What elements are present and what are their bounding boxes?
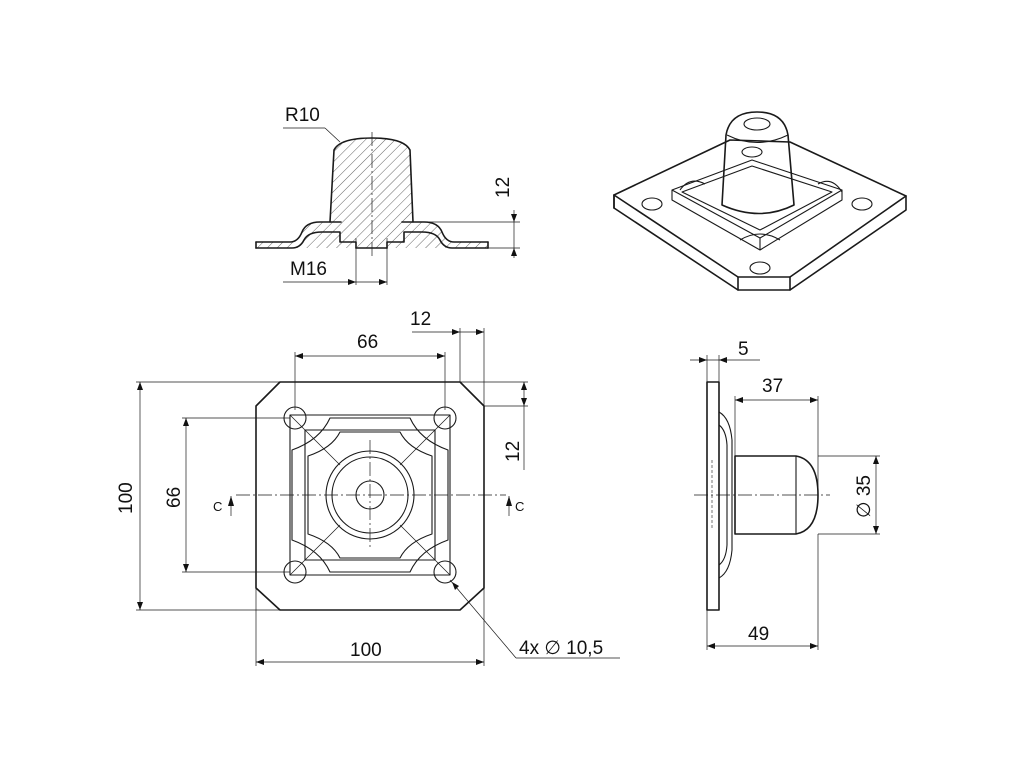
section-marker-right: C	[515, 499, 524, 514]
hole-spacing-dimension: 66	[357, 332, 378, 353]
iso-plate-top	[613, 139, 907, 291]
plan-view: 66 12 12 100 66 100	[116, 309, 620, 666]
side-plate	[706, 381, 720, 611]
vertical-hole-spacing-dimension: 66	[164, 487, 185, 508]
radius-dimension: R10	[285, 105, 320, 126]
pin-section-hatch	[330, 138, 413, 248]
section-view: R10 M16 12	[255, 105, 520, 285]
thread-dimension: M16	[290, 259, 327, 280]
iso-pin	[721, 111, 795, 215]
overall-width-dimension: 100	[350, 640, 382, 661]
overall-height-dimension: 100	[116, 482, 137, 514]
plate-outline	[255, 381, 485, 611]
chamfer-vertical-dimension: 12	[503, 441, 524, 462]
pin-length-dimension: 37	[762, 376, 783, 397]
holes-callout: 4x ∅ 10,5	[519, 638, 603, 659]
overall-length-dimension: 49	[748, 624, 769, 645]
pin-diameter-dimension: ∅ 35	[854, 475, 875, 518]
plate-thickness-dimension: 5	[738, 339, 749, 360]
iso-hole-left	[641, 197, 663, 211]
isometric-view	[613, 111, 907, 291]
section-marker-left: C	[213, 499, 222, 514]
plate-section-right	[387, 222, 488, 248]
side-view: 5 37 ∅ 35 49	[690, 339, 880, 650]
iso-hole-right	[851, 197, 873, 211]
hole-bottom-right	[433, 560, 457, 584]
plate-height-dimension: 12	[493, 177, 514, 198]
corner-chamfer-dimension: 12	[410, 309, 431, 330]
iso-hole-back	[741, 146, 763, 158]
hole-top-right	[433, 406, 457, 430]
iso-hole-front	[749, 261, 771, 275]
plate-section-left	[256, 222, 356, 248]
